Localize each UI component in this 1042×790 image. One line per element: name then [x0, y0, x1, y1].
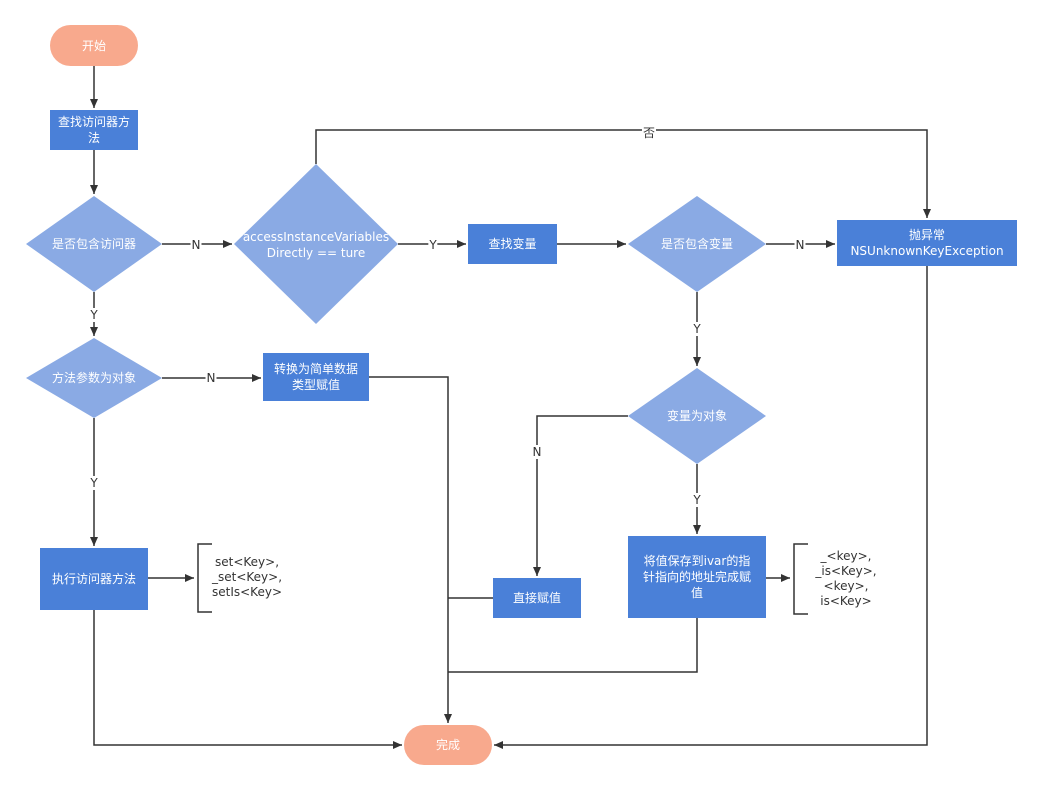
start-label: 开始 [81, 38, 106, 53]
edge-label-y1: Y [428, 238, 438, 252]
find-accessor-label: 查找访问器方法 [58, 115, 131, 145]
convert-assign-label: 转换为简单数据类型赋值 [273, 362, 358, 392]
throw-exception-node: 抛异常 NSUnknownKeyException [837, 220, 1017, 266]
edge-label-n4: N [531, 445, 543, 459]
find-var-node: 查找变量 [468, 224, 557, 264]
decision-param-is-obj-shape [26, 338, 162, 418]
edge-label-no-top: 否 [641, 126, 657, 140]
edge-label-y3: Y [89, 476, 99, 490]
throw-exception-label: 抛异常 NSUnknownKeyException [850, 228, 1004, 258]
setters-note: set<Key>, _set<Key>, setIs<Key> [211, 555, 283, 599]
edge-var-is-obj-no [533, 415, 628, 576]
ivars-note: _<key>, _is<Key>, <key>, is<Key> [815, 549, 877, 608]
edge-convert-to-done [369, 376, 452, 723]
direct-assign-label: 直接赋值 [512, 591, 561, 605]
decision-access-ivar-shape [234, 164, 398, 324]
ivars-bracket [793, 543, 808, 615]
start-node: 开始 [50, 25, 138, 66]
edge-label-n2: N [794, 238, 806, 252]
save-ivar-label: 将值保存到ivar的指针指向的地址完成赋值 [642, 554, 751, 600]
has-var-label: 是否包含变量 [660, 237, 733, 251]
save-ivar-node: 将值保存到ivar的指针指向的地址完成赋值 [628, 536, 766, 618]
has-accessor-label: 是否包含访问器 [51, 237, 136, 251]
edge-exec-to-done [93, 610, 402, 749]
decision-has-accessor-shape [26, 196, 162, 292]
exec-accessor-node: 执行访问器方法 [40, 548, 148, 610]
access-ivar-text: accessInstanceVariablesDirectly == ture [242, 230, 390, 260]
edge-label-y5: Y [692, 493, 702, 507]
var-is-obj-label: 变量为对象 [666, 409, 727, 423]
edge-save-to-merge [448, 618, 698, 673]
param-is-obj-label: 方法参数为对象 [51, 371, 136, 385]
done-label: 完成 [435, 738, 460, 752]
edge-access-ivar-no [315, 129, 931, 218]
find-var-label: 查找变量 [488, 237, 537, 251]
access-ivar-label: accessInstanceVariablesDirectly == ture [240, 228, 392, 262]
convert-assign-node: 转换为简单数据类型赋值 [263, 353, 369, 401]
direct-assign-node: 直接赋值 [493, 578, 581, 618]
edge-label-n3: N [205, 371, 217, 385]
edge-label-n1: N [190, 238, 202, 252]
edge-throw-to-done [494, 266, 928, 749]
edge-label-y2: Y [89, 308, 99, 322]
edge-label-y4: Y [692, 322, 702, 336]
decision-has-var-shape [628, 196, 766, 292]
setters-bracket [197, 543, 212, 613]
exec-accessor-label: 执行访问器方法 [51, 572, 136, 586]
done-node: 完成 [404, 725, 492, 765]
find-accessor-node: 查找访问器方法 [50, 110, 138, 150]
decision-var-is-obj-shape [628, 368, 766, 464]
